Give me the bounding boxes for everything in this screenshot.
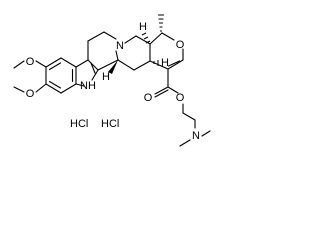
oxygen-pyran-label: O bbox=[176, 39, 185, 51]
h-label-bottom: H bbox=[102, 71, 110, 83]
oxygen-carbonyl-label: O bbox=[144, 92, 153, 104]
methoxy-group-top: O bbox=[13, 56, 47, 69]
ring-c: N bbox=[87, 31, 124, 71]
nitrogen-dimethylamino-label: N bbox=[192, 130, 200, 142]
oxygen-methoxy-bottom: O bbox=[26, 88, 35, 100]
chemical-structure: O O NH N O bbox=[13, 14, 211, 147]
salt-labels: HCl HCl bbox=[70, 118, 119, 130]
hcl-label-1: HCl bbox=[70, 118, 88, 130]
ring-e: O bbox=[149, 32, 185, 70]
hcl-label-2: HCl bbox=[101, 118, 119, 130]
oxygen-ester-label: O bbox=[176, 92, 185, 104]
oxygen-methoxy-top: O bbox=[26, 56, 35, 68]
methoxy-group-bottom: O bbox=[13, 83, 47, 100]
stereo-wedge bbox=[108, 60, 118, 74]
benzene-ring bbox=[45, 57, 77, 94]
h-label-right: H bbox=[161, 57, 169, 69]
h-label-top: H bbox=[139, 21, 147, 33]
nh-indole-label: NH bbox=[80, 80, 96, 92]
ester-side-chain: O O N bbox=[144, 68, 211, 147]
stereo-centers: H H H bbox=[102, 14, 169, 83]
nitrogen-ring-label: N bbox=[116, 40, 124, 52]
pyrrole-ring: NH bbox=[75, 59, 99, 92]
